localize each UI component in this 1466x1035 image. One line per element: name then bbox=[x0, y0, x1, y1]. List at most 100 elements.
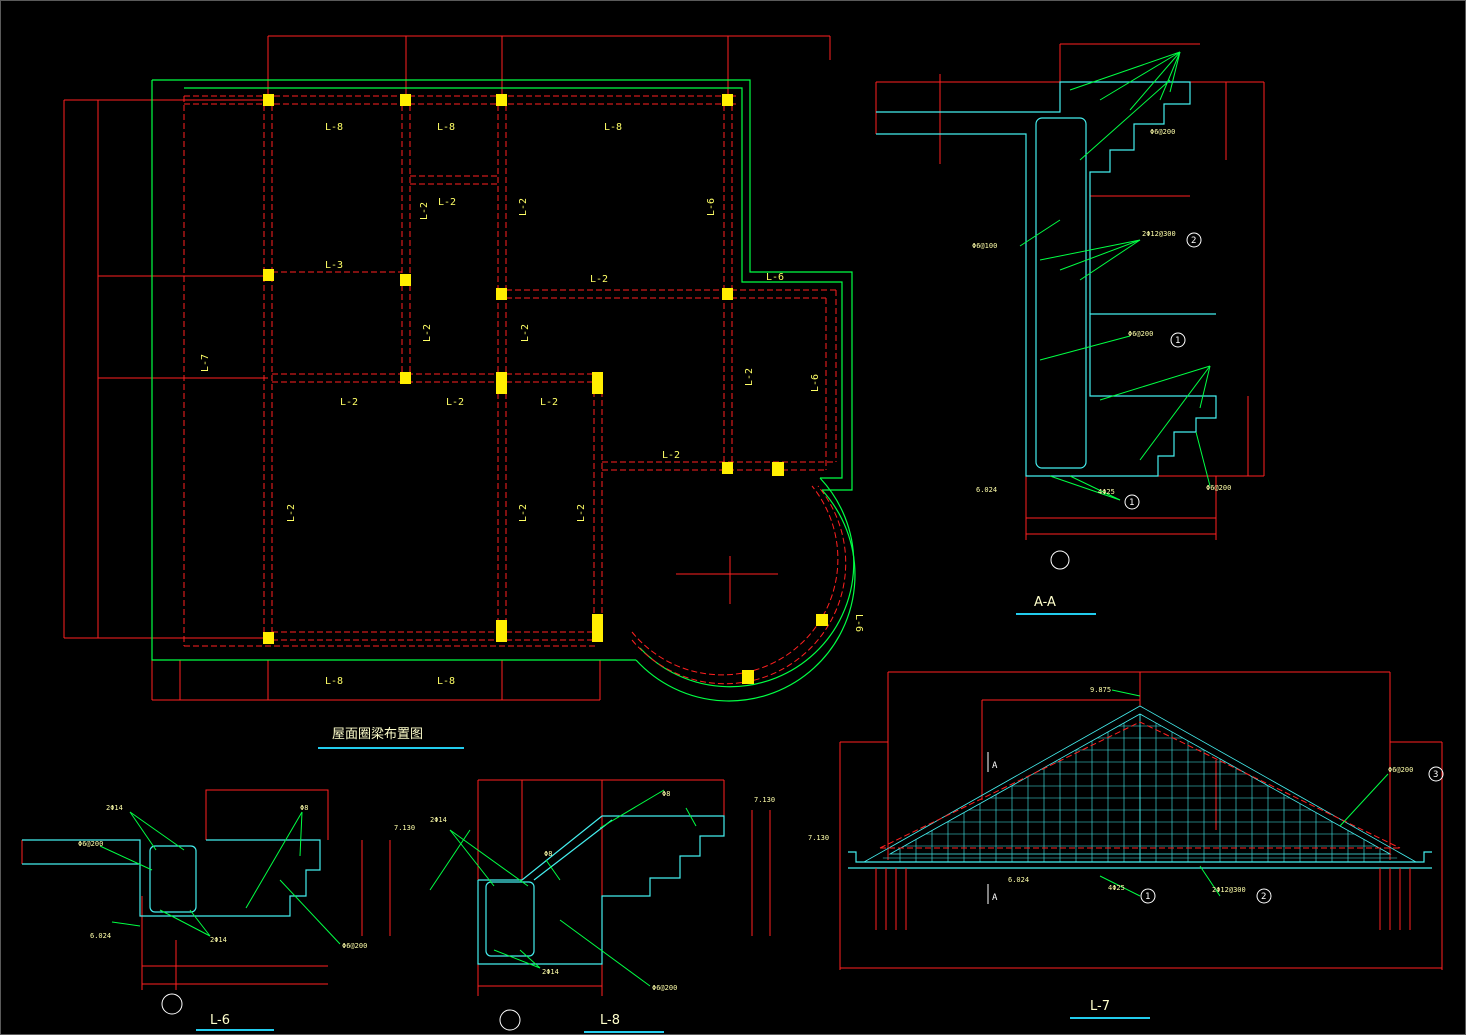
aa-annotations: Φ6@200 Φ6@100 2Φ12@300 Φ6@200 4Φ25 Φ6@20… bbox=[972, 128, 1231, 496]
level-mark: 7.130 bbox=[394, 824, 415, 832]
column bbox=[496, 94, 507, 106]
beam-label: L-2 bbox=[520, 324, 531, 342]
aa-leader-lines bbox=[1019, 51, 1211, 501]
beam-label: L-6 bbox=[706, 198, 717, 216]
callout-label: 1 bbox=[1175, 336, 1180, 346]
beam-label: L-2 bbox=[438, 197, 456, 208]
column bbox=[742, 670, 754, 684]
beam-label: L-2 bbox=[340, 397, 358, 408]
annotation: Φ6@200 bbox=[1206, 484, 1231, 492]
plan-columns bbox=[263, 94, 828, 684]
annotation: Φ6@200 bbox=[1150, 128, 1175, 136]
l6-annotations: 2Φ14 Φ6@200 2Φ14 Φ8 Φ6@200 7.130 6.024 bbox=[78, 804, 415, 950]
callout-label: 2 bbox=[1191, 236, 1196, 246]
l6-callout bbox=[161, 993, 183, 1015]
l7-annotations: 9.875 7.130 6.024 Φ6@200 4Φ25 2Φ12@300 bbox=[808, 686, 1413, 894]
section-mark: A bbox=[992, 761, 998, 771]
annotation: Φ6@200 bbox=[1388, 766, 1413, 774]
beam-label: L-7 bbox=[200, 354, 211, 372]
l6-section-outline bbox=[22, 839, 321, 917]
beam-label: L-8 bbox=[437, 122, 455, 133]
l6-leader-lines bbox=[99, 811, 341, 945]
l7-dashed-lines bbox=[879, 721, 1401, 849]
plan-beam-lines bbox=[183, 95, 847, 685]
annotation: Φ8 bbox=[300, 804, 308, 812]
beam-label: L-3 bbox=[325, 260, 343, 271]
level-mark: 7.130 bbox=[754, 796, 775, 804]
beam-label: L-2 bbox=[419, 202, 430, 220]
section-aa: Φ6@200 Φ6@100 2Φ12@300 Φ6@200 4Φ25 Φ6@20… bbox=[875, 43, 1265, 615]
column bbox=[592, 372, 603, 394]
aa-callouts bbox=[1050, 232, 1202, 570]
plan-title: 屋面圈梁布置图 bbox=[332, 727, 423, 742]
level-mark: 9.875 bbox=[1090, 686, 1111, 694]
column bbox=[496, 288, 507, 300]
l7-section-marks: A A bbox=[992, 761, 998, 903]
annotation: Φ6@200 bbox=[342, 942, 367, 950]
section-l8-title: L-8 bbox=[600, 1013, 620, 1028]
arc-center-mark bbox=[676, 556, 778, 604]
elevation-l7: 9.875 7.130 6.024 Φ6@200 4Φ25 2Φ12@300 A… bbox=[808, 671, 1444, 1019]
elevation-l7-title: L-7 bbox=[1090, 999, 1110, 1014]
beam-label: L-8 bbox=[604, 122, 622, 133]
column bbox=[772, 462, 784, 476]
column bbox=[722, 462, 733, 474]
column bbox=[496, 620, 507, 642]
column bbox=[400, 372, 411, 384]
plan-beam-labels: L-8 L-8 L-8 L-2 L-3 L-2 L-6 L-2 L-2 L-2 … bbox=[200, 122, 864, 687]
beam-label: L-8 bbox=[325, 122, 343, 133]
beam-label: L-8 bbox=[437, 676, 455, 687]
callout-label: 3 bbox=[1433, 770, 1438, 780]
column bbox=[400, 94, 411, 106]
l8-annotations: 2Φ14 Φ8 Φ8 2Φ14 Φ6@200 7.130 bbox=[430, 790, 775, 992]
section-l6-title: L-6 bbox=[210, 1013, 230, 1028]
annotation: Φ6@200 bbox=[1128, 330, 1153, 338]
annotation: Φ8 bbox=[544, 850, 552, 858]
beam-label: L-2 bbox=[590, 274, 608, 285]
column bbox=[816, 614, 828, 626]
beam-label: L-2 bbox=[518, 504, 529, 522]
beam-label: L-2 bbox=[540, 397, 558, 408]
annotation: 2Φ14 bbox=[106, 804, 123, 812]
beam-label: L-2 bbox=[576, 504, 587, 522]
column bbox=[722, 94, 733, 106]
level-mark: 6.024 bbox=[90, 932, 111, 940]
level-mark: 6.024 bbox=[1008, 876, 1029, 884]
l7-mesh-lines bbox=[882, 714, 1398, 862]
l8-leader-lines bbox=[429, 789, 697, 987]
beam-label: L-2 bbox=[446, 397, 464, 408]
annotation: 4Φ25 bbox=[1098, 488, 1115, 496]
section-mark: A bbox=[992, 893, 998, 903]
beam-label: L-6 bbox=[766, 272, 784, 283]
annotation: 2Φ12@300 bbox=[1212, 886, 1246, 894]
level-mark: 7.130 bbox=[808, 834, 829, 842]
beam-label: L-2 bbox=[662, 450, 680, 461]
beam-label: L-2 bbox=[286, 504, 297, 522]
column bbox=[592, 614, 603, 642]
column bbox=[263, 632, 274, 644]
l6-dimension-lines bbox=[21, 789, 391, 990]
annotation: Φ6@200 bbox=[78, 840, 103, 848]
section-aa-title: A-A bbox=[1034, 595, 1056, 610]
beam-label: L-6 bbox=[810, 374, 821, 392]
section-l6: 2Φ14 Φ6@200 2Φ14 Φ8 Φ6@200 7.130 6.024 L… bbox=[21, 789, 415, 1031]
l7-eaves bbox=[848, 851, 1432, 869]
column bbox=[722, 288, 733, 300]
callout-label: 1 bbox=[1145, 892, 1150, 902]
column bbox=[263, 269, 274, 281]
section-l8: 2Φ14 Φ8 Φ8 2Φ14 Φ6@200 7.130 L-8 bbox=[429, 779, 775, 1033]
l7-callouts bbox=[987, 752, 1444, 904]
annotation: 2Φ14 bbox=[430, 816, 447, 824]
annotation: 4Φ25 bbox=[1108, 884, 1125, 892]
l7-supports bbox=[875, 868, 1411, 930]
column bbox=[263, 94, 274, 106]
l8-section-outline bbox=[477, 815, 725, 965]
l7-dimension-lines bbox=[839, 671, 1443, 970]
annotation: 2Φ14 bbox=[210, 936, 227, 944]
annotation: Φ6@100 bbox=[972, 242, 997, 250]
l7-leaders bbox=[1099, 689, 1389, 897]
beam-label: L-6 bbox=[853, 614, 864, 632]
column bbox=[496, 372, 507, 394]
callout-label: 2 bbox=[1261, 892, 1266, 902]
